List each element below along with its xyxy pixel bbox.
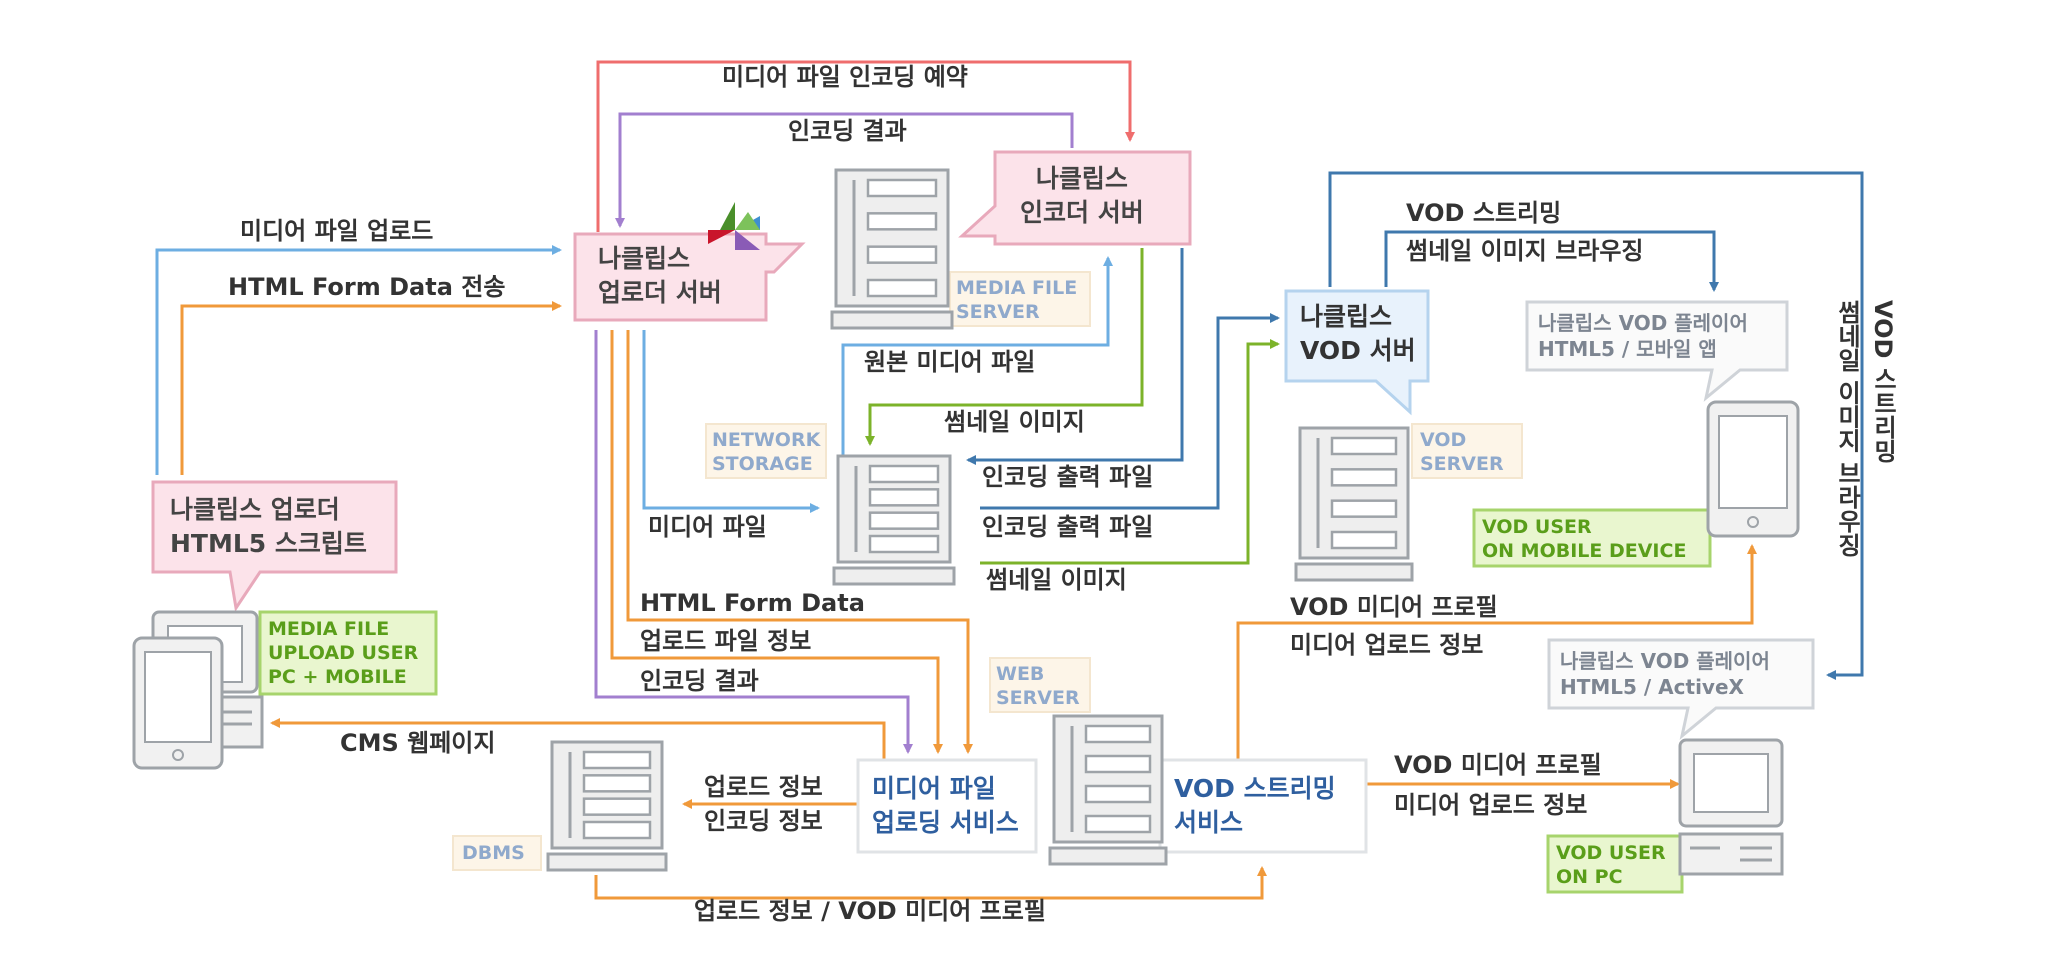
label-vertical-thumbnail-browsing: 썸네일 이미지 브라우징 (1833, 300, 1861, 557)
bubble-player-mobile (1525, 300, 1789, 402)
label-upload-file-info: 업로드 파일 정보 (640, 627, 812, 655)
label-thumbnail-top: 썸네일 이미지 (944, 408, 1085, 436)
label-media-upload-info-1: 미디어 업로드 정보 (1290, 631, 1484, 659)
arrow-original-media (841, 256, 1113, 480)
label-html-form-data: HTML Form Data (640, 589, 865, 617)
label-vod-media-profile-2: VOD 미디어 프로필 (1394, 751, 1602, 779)
dbms-server-icon (546, 740, 668, 872)
web-server-tag: WEB SERVER (996, 663, 1080, 709)
arrow-media-file (642, 330, 820, 513)
arrow-thumbnail-top (865, 248, 1144, 446)
media-file-server-tag: MEDIA FILE SERVER (956, 277, 1078, 323)
arrow-encoding-reservation (596, 60, 1135, 232)
label-vod-streaming: VOD 스트리밍 (1406, 199, 1562, 227)
arrow-vod-streaming-mobile (1384, 230, 1719, 292)
label-thumbnail-browsing: 썸네일 이미지 브라우징 (1406, 237, 1644, 265)
player-pc-label: 나클립스 VOD 플레이어 HTML5 / ActiveX (1560, 649, 1770, 699)
label-encoding-output-1: 인코딩 출력 파일 (982, 463, 1154, 491)
label-encoding-reservation: 미디어 파일 인코딩 예약 (722, 63, 968, 91)
bubble-uploader-server (573, 232, 806, 322)
bubble-player-pc (1547, 638, 1815, 740)
encoder-server-label: 나클립스 인코더 서버 (1020, 164, 1144, 227)
arrow-thumbnail-bottom (980, 339, 1280, 565)
network-storage-tag: NETWORK STORAGE (712, 429, 821, 475)
arrow-bottom-flow (594, 866, 1267, 900)
uploader-server-label: 나클립스 업로더 서버 (598, 244, 722, 307)
web-server-icon (1048, 714, 1168, 866)
label-vertical-vod-streaming: VOD 스트리밍 (1869, 300, 1897, 463)
vod-user-pc-tag: VOD USER ON PC (1556, 842, 1666, 888)
bubble-uploader-script (151, 480, 398, 612)
vod-server-tag: VOD SERVER (1420, 429, 1504, 475)
upload-user-tag: MEDIA FILE UPLOAD USER PC + MOBILE (268, 618, 419, 688)
bubble-vod-server (1284, 289, 1430, 416)
arrow-to-mobile-user (1236, 544, 1757, 760)
vod-server-icon (1294, 426, 1414, 582)
arrow-html-form-data (626, 330, 973, 754)
pinwheel-logo-icon (708, 202, 760, 250)
arrow-encoding-output-2 (980, 313, 1280, 510)
tablet-icon (132, 636, 224, 770)
streaming-service-label: VOD 스트리밍 서비스 (1174, 774, 1336, 837)
label-encoding-output-2: 인코딩 출력 파일 (982, 513, 1154, 541)
label-encoding-result: 인코딩 결과 (640, 667, 759, 695)
label-bottom-flow: 업로드 정보 / VOD 미디어 프로필 (694, 897, 1046, 925)
label-vod-media-profile-1: VOD 미디어 프로필 (1290, 593, 1498, 621)
label-cms-webpage: CMS 웹페이지 (340, 729, 496, 757)
vod-server-label: 나클립스 VOD 서버 (1300, 302, 1416, 365)
network-storage-server-icon (832, 454, 956, 586)
label-media-upload: 미디어 파일 업로드 (240, 217, 434, 245)
arrow-encoding-result (594, 330, 913, 754)
arrow-media-upload (155, 245, 562, 475)
media-file-server-icon (830, 168, 954, 330)
vod-user-mobile-tag: VOD USER ON MOBILE DEVICE (1482, 516, 1687, 562)
label-media-upload-info-2: 미디어 업로드 정보 (1394, 791, 1588, 819)
arrow-encoding-output-1 (966, 248, 1184, 465)
label-html-form-send: HTML Form Data 전송 (228, 273, 506, 301)
label-thumbnail-bottom: 썸네일 이미지 (986, 566, 1127, 594)
desktop-icon (1678, 738, 1784, 876)
dbms-tag: DBMS (462, 842, 525, 864)
label-original-media: 원본 미디어 파일 (864, 348, 1036, 376)
arrow-vod-streaming-pc (1328, 171, 1864, 680)
arrow-upload-file-info (610, 330, 943, 754)
arrow-encoding-result-top (615, 112, 1074, 228)
arrow-cms-webpage (270, 718, 886, 760)
player-mobile-label: 나클립스 VOD 플레이어 HTML5 / 모바일 앱 (1538, 311, 1748, 361)
label-upload-info: 업로드 정보 (704, 773, 823, 801)
bubble-encoder-server (958, 150, 1192, 246)
box-upload-service (856, 758, 1038, 854)
label-encoding-info: 인코딩 정보 (704, 807, 823, 835)
tablet-icon (1706, 400, 1800, 538)
label-media-file: 미디어 파일 (648, 513, 767, 541)
label-encoding-result-top: 인코딩 결과 (788, 117, 907, 145)
box-streaming-service (1158, 758, 1368, 854)
uploader-script-label: 나클립스 업로더 HTML5 스크립트 (170, 495, 367, 558)
upload-service-label: 미디어 파일 업로딩 서비스 (872, 774, 1019, 837)
arrow-html-form-send (180, 301, 562, 475)
